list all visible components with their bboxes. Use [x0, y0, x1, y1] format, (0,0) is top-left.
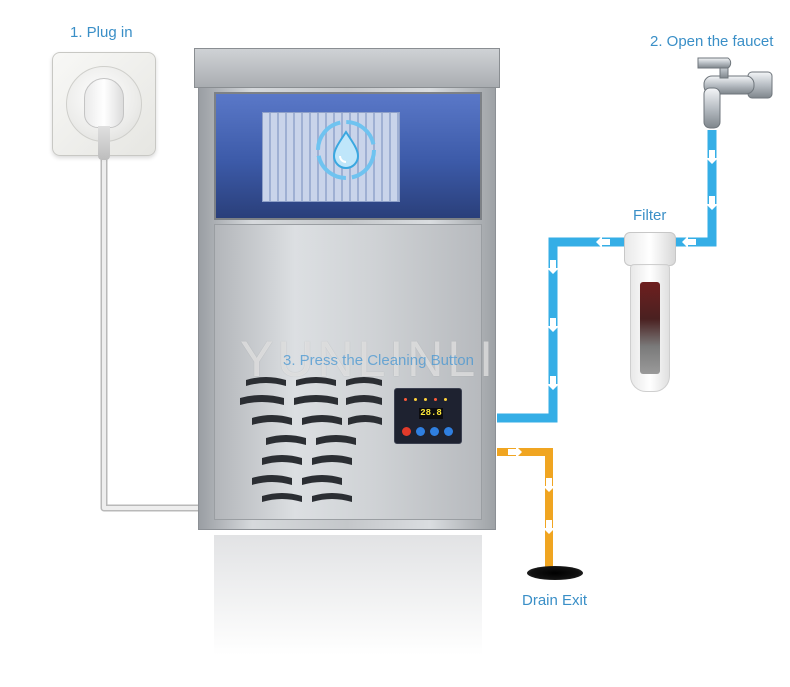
filter-label: Filter: [633, 207, 667, 224]
step3-label: 3. Press the Cleaning Button: [283, 352, 474, 369]
control-button[interactable]: [430, 427, 439, 436]
drain-exit-label: Drain Exit: [522, 592, 588, 609]
power-cord: [102, 158, 198, 510]
status-led: [424, 398, 427, 401]
filter-cartridge: [640, 282, 660, 374]
cleaning-button[interactable]: [444, 427, 453, 436]
drain-pipe: [497, 448, 553, 568]
water-pipe-faucet-to-filter: [676, 130, 717, 247]
flow-arrow-down: [547, 318, 559, 332]
status-led: [404, 398, 407, 401]
water-pipe-filter-to-machine: [497, 237, 624, 423]
drain-hole-icon: [527, 566, 583, 580]
flow-arrow-down: [547, 260, 559, 274]
plug-icon: [84, 78, 124, 128]
flow-arrow-left: [596, 236, 610, 248]
ventilation-grille: [240, 377, 382, 502]
floor-reflection: [214, 535, 482, 655]
filter-cap: [624, 232, 676, 266]
temperature-display: 28.8: [419, 408, 443, 419]
status-led: [444, 398, 447, 401]
flow-arrow-left: [682, 236, 696, 248]
drain-flow-arrows: [508, 446, 555, 534]
ice-machine-top: [194, 48, 500, 88]
flow-arrow-down: [547, 376, 559, 390]
step2-label: 2. Open the faucet: [650, 33, 774, 50]
drain-arrow-down: [543, 478, 555, 492]
status-led: [414, 398, 417, 401]
status-led: [434, 398, 437, 401]
plug-strain-relief: [98, 126, 110, 160]
flow-arrow-down: [706, 150, 718, 164]
drain-arrow-down: [543, 520, 555, 534]
power-button[interactable]: [402, 427, 411, 436]
ice-machine-lower-panel: [214, 224, 482, 520]
flow-arrow-down: [706, 196, 718, 210]
brand-watermark: YUNLINLI: [240, 331, 498, 387]
control-button[interactable]: [416, 427, 425, 436]
faucet-icon: [697, 57, 773, 129]
water-flow-arrows: [547, 150, 718, 390]
drain-arrow-right: [508, 446, 522, 458]
step1-label: 1. Plug in: [70, 24, 133, 41]
water-drop-cycle-icon: [316, 120, 376, 180]
power-cord-outline: [100, 158, 198, 512]
